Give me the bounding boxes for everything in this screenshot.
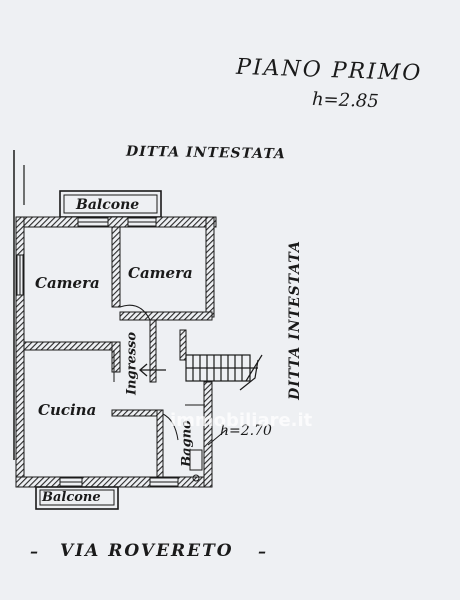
watermark: immobiliare.it bbox=[170, 410, 313, 431]
neighbor-label-top: DITTA INTESTATA bbox=[125, 143, 286, 163]
room-label-balcony-top: Balcone bbox=[76, 197, 140, 213]
floor-height: h=2.85 bbox=[311, 88, 380, 113]
street-label: VIA ROVERETO bbox=[60, 541, 234, 561]
street-dash-left: – bbox=[30, 542, 38, 561]
bathroom-height-leader bbox=[207, 429, 227, 446]
door-swings bbox=[113, 304, 205, 441]
room-label-bedroom-1: Camera bbox=[35, 274, 100, 292]
room-label-balcony-bottom: Balcone bbox=[42, 490, 101, 505]
staircase bbox=[185, 354, 263, 391]
bathroom-height: h=2.70 bbox=[220, 423, 272, 439]
bathroom-fixtures bbox=[189, 449, 203, 482]
room-label-bedroom-2: Camera bbox=[128, 264, 193, 282]
balcony-bottom bbox=[35, 477, 179, 510]
interior-walls bbox=[23, 226, 213, 478]
room-label-kitchen: Cucina bbox=[38, 401, 97, 419]
street-dash-right: – bbox=[258, 542, 266, 561]
neighbor-label-right: DITTA INTESTATA bbox=[287, 240, 303, 400]
window-top bbox=[77, 217, 157, 227]
window-left bbox=[16, 254, 24, 296]
room-label-entrance: Ingresso bbox=[124, 331, 140, 396]
entrance-arrow bbox=[139, 363, 166, 377]
